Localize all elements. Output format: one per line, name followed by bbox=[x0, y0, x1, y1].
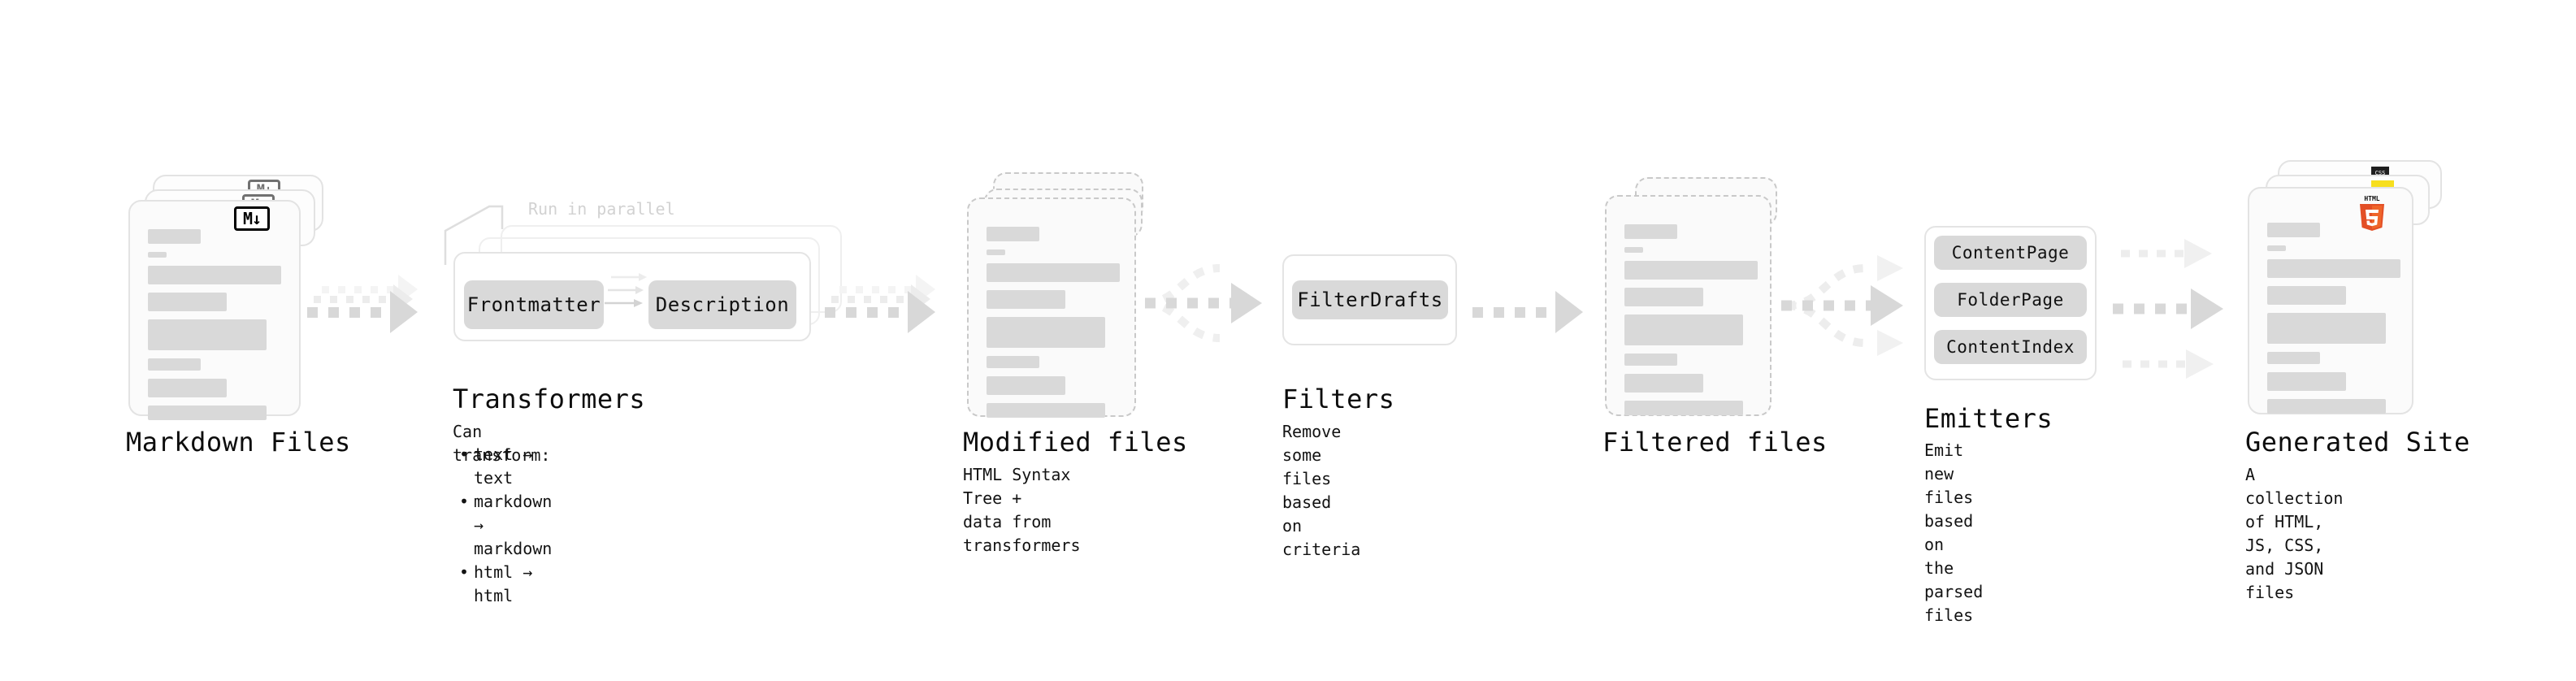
stage-title-modified-files: Modified files bbox=[963, 427, 1188, 458]
transformer-capability-item: html → html bbox=[474, 561, 552, 608]
markdown-file-front bbox=[128, 200, 301, 420]
skeleton-bar bbox=[2267, 313, 2386, 344]
arrow-shape bbox=[611, 273, 647, 281]
skeleton-bar bbox=[987, 317, 1105, 348]
skeleton-bar bbox=[1624, 288, 1703, 306]
filtered-file-front bbox=[1605, 195, 1772, 416]
skeleton-bar bbox=[148, 379, 227, 397]
arrow-dashes bbox=[1472, 306, 1557, 318]
skeleton-title-bar bbox=[987, 227, 1039, 241]
skeleton-bar bbox=[987, 403, 1105, 418]
skeleton-bar bbox=[148, 266, 281, 284]
skeleton-sub-bar bbox=[148, 252, 167, 258]
stage-subtitle-modified-files: HTML Syntax Tree + data from transformer… bbox=[963, 465, 1081, 555]
site-skeleton bbox=[2267, 223, 2400, 422]
arrow-main bbox=[825, 291, 935, 333]
markdown-badge-front: M↓ bbox=[234, 206, 270, 231]
skeleton-sub-bar bbox=[987, 249, 1005, 255]
arrow-shape bbox=[605, 299, 643, 307]
arrow-dashes bbox=[307, 306, 392, 318]
site-file-front bbox=[2248, 187, 2413, 414]
skeleton-bar bbox=[987, 356, 1039, 368]
arrow-dashes bbox=[825, 306, 909, 318]
arrow-dashes bbox=[314, 295, 395, 303]
stage-subtitle-emitters: Emit new files based on the parsed files bbox=[1924, 440, 1984, 625]
stage-subtitle-generated-site: A collection of HTML, JS, CSS, and JSON … bbox=[2245, 465, 2344, 602]
connector-filtered-to-emitters bbox=[1781, 255, 1903, 356]
skeleton-bar bbox=[1624, 354, 1677, 366]
stage-subtitle-filters: Remove some files based on criteria bbox=[1282, 422, 1361, 559]
connector-filters-to-filtered bbox=[1472, 291, 1602, 336]
connector-markdown-to-transformers bbox=[307, 273, 437, 333]
markdown-glyph: M↓ bbox=[242, 209, 262, 228]
stage-title-markdown-files: Markdown Files bbox=[126, 427, 351, 458]
skeleton-title-bar bbox=[1624, 224, 1677, 239]
skeleton-bar bbox=[148, 293, 227, 311]
transformer-capability-item: text → text bbox=[474, 443, 552, 490]
skeleton-bar bbox=[987, 376, 1065, 395]
skeleton-bar bbox=[1624, 261, 1758, 280]
arrow-head bbox=[908, 291, 935, 333]
filters-pill-filterdrafts[interactable]: FilterDrafts bbox=[1292, 280, 1448, 319]
filtered-skeleton bbox=[1624, 224, 1758, 423]
transformer-inner-arrow-2 bbox=[608, 285, 645, 295]
skeleton-bar bbox=[148, 358, 201, 371]
html5-icon: HTML bbox=[2360, 195, 2384, 231]
stage-title-emitters: Emitters bbox=[1924, 403, 2053, 434]
skeleton-bar bbox=[2267, 352, 2320, 364]
skeleton-bar bbox=[987, 263, 1120, 282]
arrow-dashes bbox=[831, 295, 913, 303]
connector-transformers-to-modified bbox=[825, 273, 955, 333]
skeleton-sub-bar bbox=[1624, 247, 1643, 253]
run-in-parallel-leader bbox=[444, 205, 504, 265]
transformer-pill-description[interactable]: Description bbox=[648, 280, 796, 329]
skeleton-sub-bar bbox=[2267, 245, 2286, 251]
svg-text:CSS: CSS bbox=[2375, 170, 2386, 176]
skeleton-bar bbox=[148, 406, 267, 420]
modified-file-front bbox=[967, 197, 1136, 418]
emitters-pill-contentpage[interactable]: ContentPage bbox=[1934, 236, 2087, 270]
skeleton-bar bbox=[1624, 374, 1703, 393]
arrow-head bbox=[390, 291, 418, 333]
arrow-shape bbox=[608, 286, 644, 294]
skeleton-bar bbox=[2267, 259, 2400, 278]
arrow-dashes bbox=[839, 285, 917, 293]
skeleton-bar bbox=[2267, 399, 2386, 414]
connector-emitters-to-site bbox=[2113, 239, 2223, 379]
skeleton-bar bbox=[2267, 286, 2346, 305]
emitters-pill-contentindex[interactable]: ContentIndex bbox=[1934, 330, 2087, 364]
skeleton-bar bbox=[987, 290, 1065, 309]
markdown-skeleton bbox=[148, 229, 281, 428]
skeleton-bar bbox=[1624, 314, 1743, 345]
transformer-capability-list: text → text markdown → markdown html → h… bbox=[458, 443, 552, 608]
modified-skeleton bbox=[987, 227, 1120, 426]
transformer-inner-arrow-1 bbox=[605, 298, 645, 308]
stage-title-transformers: Transformers bbox=[453, 384, 646, 414]
stage-title-filters: Filters bbox=[1282, 384, 1395, 414]
run-in-parallel-note: Run in parallel bbox=[528, 199, 675, 219]
transformer-inner-arrow-3 bbox=[611, 272, 648, 282]
transformer-capability-item: markdown → markdown bbox=[474, 490, 552, 561]
skeleton-title-bar bbox=[2267, 223, 2320, 237]
skeleton-bar bbox=[148, 319, 267, 350]
connector-modified-to-filters bbox=[1144, 264, 1262, 342]
emitters-pill-folderpage[interactable]: FolderPage bbox=[1934, 283, 2087, 317]
html5-badge: HTML bbox=[2357, 193, 2387, 231]
arrow-dashes bbox=[322, 285, 400, 293]
skeleton-bar bbox=[1624, 401, 1743, 415]
transformer-pill-frontmatter[interactable]: Frontmatter bbox=[464, 280, 604, 329]
stage-title-filtered-files: Filtered files bbox=[1602, 427, 1828, 458]
stage-title-generated-site: Generated Site bbox=[2245, 427, 2470, 458]
html5-wordmark: HTML bbox=[2364, 195, 2379, 202]
skeleton-bar bbox=[2267, 372, 2346, 391]
arrow-main bbox=[307, 291, 418, 333]
arrow-main bbox=[1472, 291, 1583, 333]
arrow-head bbox=[1555, 291, 1583, 333]
skeleton-title-bar bbox=[148, 229, 201, 244]
